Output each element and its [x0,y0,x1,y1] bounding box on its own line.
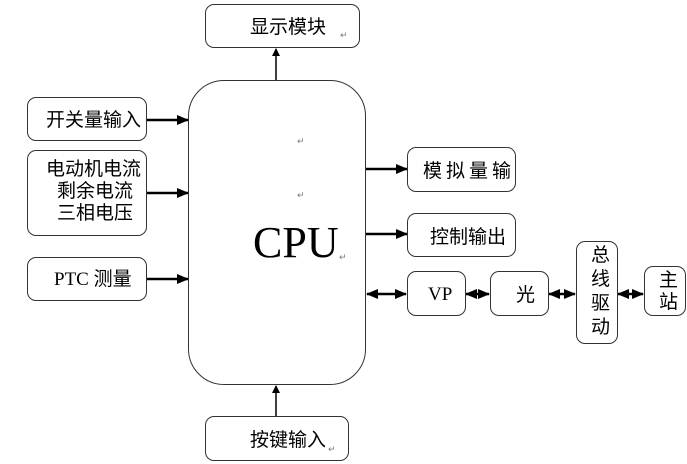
analog-output-box: 模拟量输出 [407,147,516,192]
master-station-char: 主 [659,269,679,291]
control-output-box: 控制输出 [407,213,516,257]
paragraph-mark: ↵ [340,31,348,41]
vp-label: VP [428,284,453,305]
master-station-char: 站 [659,291,679,313]
switch-input-label: 开关量输入 [46,109,142,131]
three-phase-voltage-label: 三相电压 [57,202,134,224]
display-module-box: 显示模块 ↵ [205,4,360,48]
control-output-label: 控制输出 [430,226,507,248]
motor-current-label: 电动机电流 [46,158,142,180]
switch-input-box: 开关量输入 [27,97,147,141]
display-module-label: 显示模块 [250,16,327,38]
paragraph-mark: ↵ [328,445,336,455]
bus-driver-char: 动 [591,316,611,338]
master-station-box: 主 站 [644,266,686,316]
optical-box: 光 [490,271,549,316]
bus-driver-box: 总 线 驱 动 [576,241,618,344]
analog-output-label: 模拟量输出 [423,160,516,182]
motor-measurement-box: 电动机电流 剩余电流 三相电压 [27,150,147,236]
cpu-box: ↵ ↵ CPU ↵ [188,80,366,385]
vp-box: VP [407,271,466,316]
ptc-measurement-box: PTC 测量 [27,257,147,301]
key-input-box: 按键输入 ↵ [205,416,349,461]
key-input-label: 按键输入 [250,429,327,451]
paragraph-mark: ↵ [297,191,305,201]
bus-driver-char: 驱 [591,292,611,314]
cpu-label: CPU [253,218,339,267]
ptc-label: PTC 测量 [54,269,132,290]
optical-label: 光 [516,284,536,306]
residual-current-label: 剩余电流 [57,180,134,202]
paragraph-mark: ↵ [297,137,305,147]
bus-driver-char: 线 [591,268,611,290]
bus-driver-char: 总 [591,244,611,266]
paragraph-mark: ↵ [339,253,347,263]
